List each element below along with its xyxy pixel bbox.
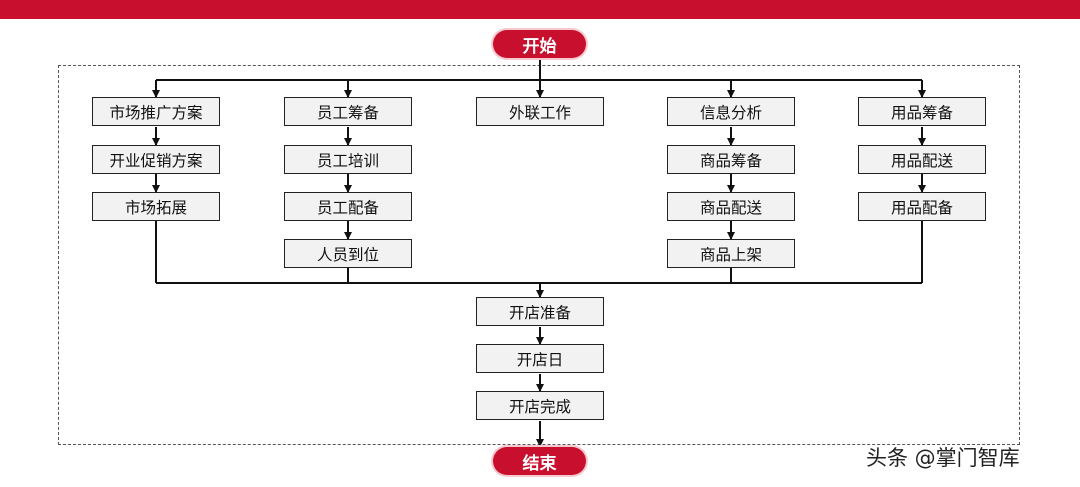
- step-opening-complete: 开店完成: [476, 391, 604, 420]
- step-market-promotion-plan: 市场推广方案: [92, 97, 220, 126]
- watermark-text: 头条 @掌门智库: [866, 446, 1020, 470]
- step-market-expansion: 市场拓展: [92, 192, 220, 221]
- start-node: 开始: [493, 30, 586, 58]
- step-staff-preparation: 员工筹备: [284, 97, 412, 126]
- step-goods-shelving: 商品上架: [667, 239, 795, 268]
- step-opening-preparation: 开店准备: [476, 297, 604, 326]
- top-accent-bar: [0, 0, 1080, 19]
- step-staff-training: 员工培训: [284, 145, 412, 174]
- step-supplies-allocation: 用品配备: [858, 192, 986, 221]
- step-staff-in-place: 人员到位: [284, 239, 412, 268]
- step-goods-delivery: 商品配送: [667, 192, 795, 221]
- step-supplies-delivery: 用品配送: [858, 145, 986, 174]
- step-opening-day: 开店日: [476, 344, 604, 373]
- step-external-liaison: 外联工作: [476, 97, 604, 126]
- step-goods-preparation: 商品筹备: [667, 145, 795, 174]
- step-information-analysis: 信息分析: [667, 97, 795, 126]
- step-staff-allocation: 员工配备: [284, 192, 412, 221]
- end-node: 结束: [493, 447, 586, 475]
- step-supplies-preparation: 用品筹备: [858, 97, 986, 126]
- step-opening-promotion-plan: 开业促销方案: [92, 145, 220, 174]
